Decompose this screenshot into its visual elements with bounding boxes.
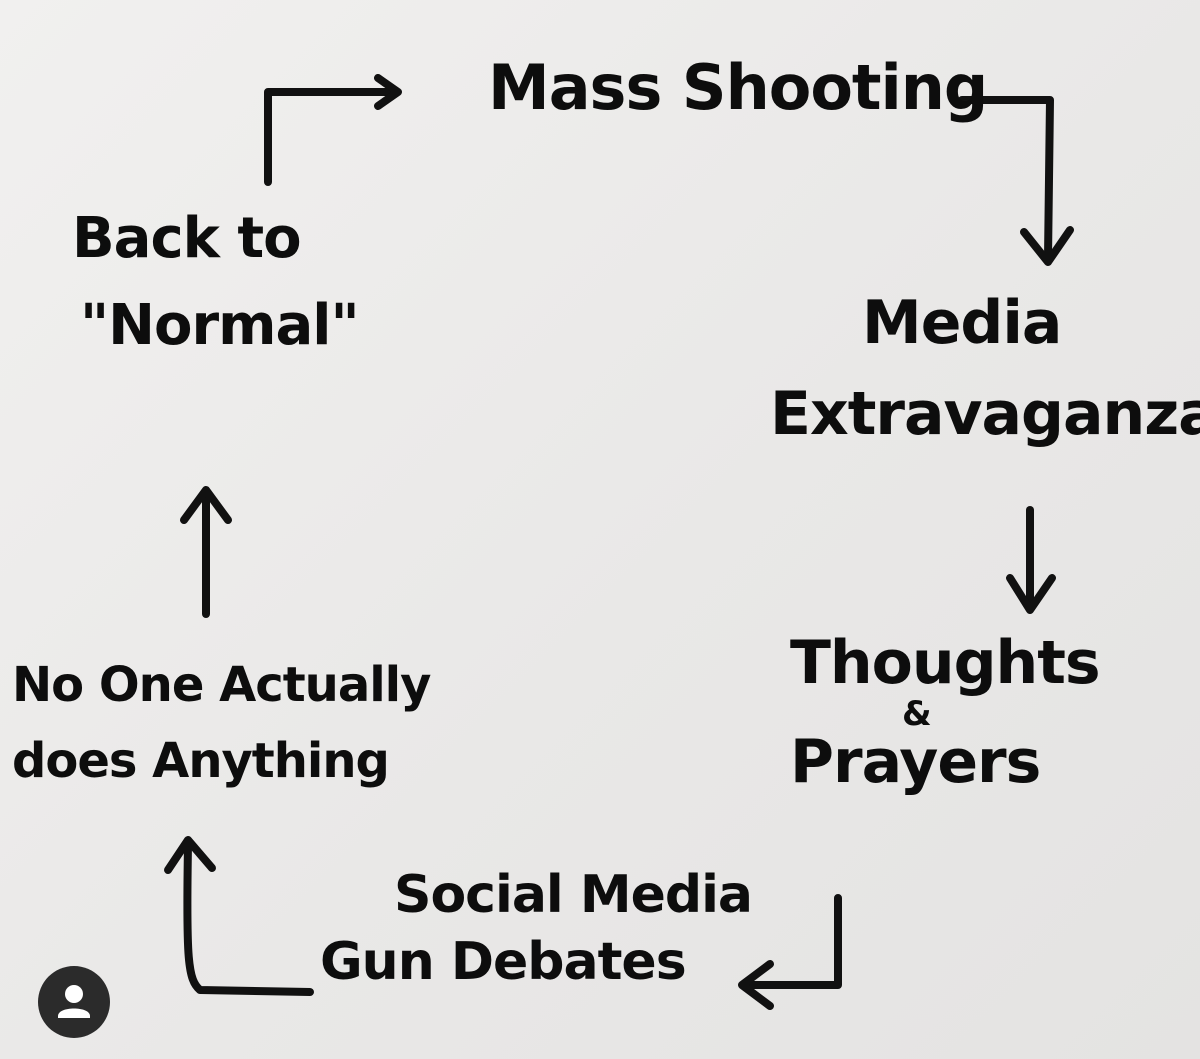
node-media-line2: Extravaganza (770, 379, 1200, 449)
arrow-social-to-noone-head (164, 836, 216, 874)
node-mass-shooting: Mass Shooting (488, 51, 988, 124)
arrow-back-to-mass (264, 88, 399, 186)
node-mass-shooting-line1: Mass Shooting (488, 51, 988, 124)
node-thoughts-prayers: Thoughts & Prayers (790, 628, 1101, 797)
node-no-one-does-anything: No One Actually does Anything (12, 657, 431, 790)
arrow-prayers-to-social (741, 894, 842, 989)
node-back-line2: "Normal" (80, 292, 360, 358)
node-back-line1: Back to (72, 206, 302, 271)
arrow-media-to-thoughts-head (1006, 574, 1056, 614)
node-thoughts-line1: Thoughts (790, 628, 1101, 698)
node-media-extravaganza: Media Extravaganza (770, 292, 1200, 446)
arrow-noone-to-back-head (180, 486, 232, 524)
node-thoughts-amp: & (902, 694, 932, 734)
node-back-to-normal: Back to "Normal" (72, 206, 360, 358)
arrow-back-to-mass-head (374, 74, 402, 110)
arrow-prayers-to-social-head (738, 960, 774, 1010)
node-social-media-gun-debates: Social Media Gun Debates (320, 865, 753, 992)
arrow-mass-to-media-head (1020, 226, 1074, 266)
node-media-line1: Media (862, 288, 1062, 358)
node-noone-line1: No One Actually (12, 657, 431, 713)
arrow-mass-to-media (958, 96, 1054, 262)
person-icon (58, 985, 90, 1018)
node-noone-line2: does Anything (12, 733, 390, 790)
node-social-line1: Social Media (394, 865, 753, 925)
arrow-social-to-noone (183, 841, 314, 996)
node-thoughts-line2: Prayers (790, 726, 1041, 797)
user-avatar-icon[interactable] (38, 966, 110, 1038)
node-social-line2: Gun Debates (320, 931, 687, 992)
